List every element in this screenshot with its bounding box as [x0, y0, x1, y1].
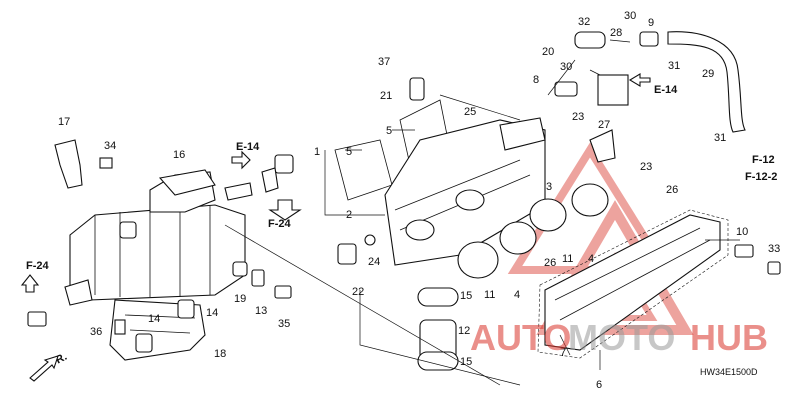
label-37: 37 [378, 56, 390, 68]
label-11a: 11 [562, 253, 573, 265]
label-36: 36 [90, 326, 102, 338]
label-18: 18 [214, 348, 226, 360]
upper-housing [384, 117, 546, 266]
label-16: 16 [173, 149, 185, 161]
svg-text:MOTO: MOTO [568, 317, 675, 358]
label-10: 10 [736, 226, 748, 238]
arrow-up-icon [20, 274, 40, 293]
label-9: 9 [648, 17, 654, 29]
label-7: 7 [560, 347, 566, 359]
part-labels: 1 2 3 4 4 5 5 6 7 8 9 10 11 11 12 13 14 … [58, 10, 780, 391]
label-23a: 23 [572, 111, 584, 123]
svg-text:HUB: HUB [690, 317, 768, 358]
reservoir-tank [54, 139, 253, 361]
label-4b: 4 [588, 253, 594, 265]
throttle-bodies [337, 183, 609, 371]
label-11b: 11 [484, 289, 495, 301]
label-8: 8 [533, 74, 539, 86]
label-21: 21 [380, 90, 392, 102]
label-24: 24 [368, 256, 380, 268]
label-17: 17 [58, 116, 70, 128]
arrow-right-small-icon [231, 150, 251, 170]
front-arrow-icon [29, 355, 59, 382]
small-parts-left [27, 154, 294, 353]
label-35: 35 [278, 318, 290, 330]
watermark-text: AUTO MOTO HUB [470, 317, 768, 358]
label-33: 33 [768, 243, 780, 255]
label-15a: 15 [460, 290, 472, 302]
label-22: 22 [352, 286, 364, 298]
ref-e14-right: E-14 [654, 84, 678, 96]
direction-arrows [20, 73, 651, 382]
label-29: 29 [702, 68, 714, 80]
label-27: 27 [598, 119, 610, 131]
label-5a: 5 [346, 146, 352, 158]
label-3: 3 [546, 181, 552, 193]
label-32: 32 [578, 16, 590, 28]
label-13: 13 [255, 305, 267, 317]
label-19: 19 [234, 293, 246, 305]
label-26b: 26 [666, 184, 678, 196]
label-20: 20 [542, 46, 554, 58]
label-15b: 15 [460, 356, 472, 368]
label-6: 6 [596, 379, 602, 391]
label-12: 12 [458, 325, 470, 337]
label-14a: 14 [206, 307, 218, 319]
hoses [409, 31, 746, 163]
label-30b: 30 [560, 61, 572, 73]
arrow-down-icon [268, 199, 302, 221]
leader-lines [224, 59, 740, 386]
label-28: 28 [610, 27, 622, 39]
lower-cover [537, 209, 781, 359]
label-4a: 4 [514, 289, 520, 301]
label-31b: 31 [714, 132, 726, 144]
diagram-code: HW34E1500D [700, 367, 758, 377]
arrow-right-icon [628, 73, 651, 87]
ref-f24-mid: F-24 [268, 218, 292, 230]
svg-text:AUTO: AUTO [470, 317, 571, 358]
label-2: 2 [346, 209, 352, 221]
label-26a: 26 [544, 257, 556, 269]
ref-f24-left: F-24 [26, 260, 50, 272]
ref-f12: F-12 [752, 154, 775, 166]
label-23b: 23 [640, 161, 652, 173]
label-14b: 14 [148, 313, 160, 325]
label-31a: 31 [668, 60, 680, 72]
label-34: 34 [104, 140, 116, 152]
label-1: 1 [314, 146, 320, 158]
label-5b: 5 [386, 125, 392, 137]
ref-e14-left: E-14 [236, 141, 260, 153]
ref-f12-2: F-12-2 [745, 171, 777, 183]
label-30a: 30 [624, 10, 636, 22]
label-25: 25 [464, 106, 476, 118]
